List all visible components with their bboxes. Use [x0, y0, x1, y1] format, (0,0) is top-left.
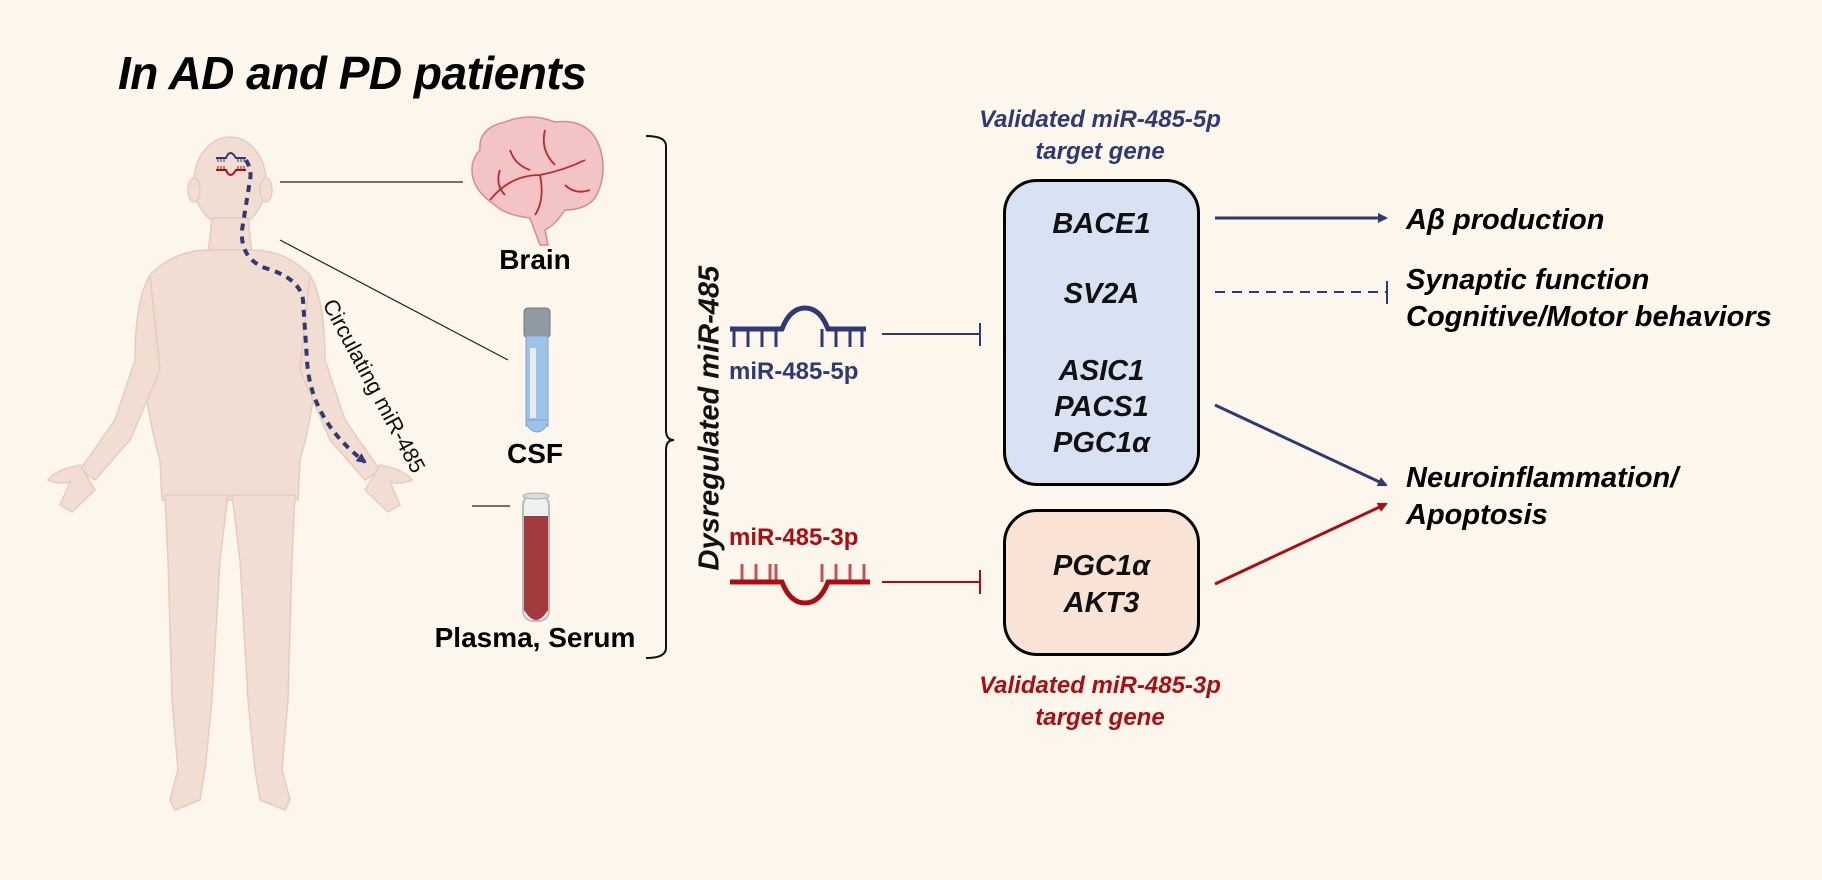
- mirna-hairpin-down-icon: [730, 564, 870, 606]
- head-mirna-icon: [216, 152, 246, 176]
- sample-label-plasma-serum: Plasma, Serum: [434, 622, 636, 653]
- mir-485-5p-label: miR-485-5p: [729, 358, 859, 385]
- dysregulated-mirna-label: Dysregulated miR-485: [693, 265, 726, 571]
- target-5p-caption-line2: target gene: [1035, 138, 1165, 165]
- brain-icon: [471, 116, 604, 246]
- mir-485-3p-label: miR-485-3p: [729, 524, 859, 551]
- csf-connector: [279, 239, 509, 361]
- outcome-synaptic-line2: Cognitive/Motor behaviors: [1406, 301, 1772, 333]
- samples-bracket: [645, 135, 675, 659]
- circulating-path: [239, 158, 367, 464]
- sample-label-csf: CSF: [507, 438, 563, 469]
- mir3p-target-box: PGC1α AKT3: [1003, 509, 1200, 656]
- genes3p-to-neuro-arrow: [1214, 502, 1388, 586]
- sample-label-brain: Brain: [499, 244, 571, 275]
- gene-pgc1a-5p: PGC1α: [1053, 427, 1150, 459]
- gene-sv2a: SV2A: [1063, 278, 1140, 310]
- mir5p-target-box: BACE1 SV2A ASIC1 PACS1 PGC1α: [1003, 179, 1200, 486]
- inhibit-3p-edge: [882, 570, 981, 594]
- figure-title: In AD and PD patients: [118, 47, 587, 99]
- target-3p-caption-line2: target gene: [1035, 704, 1165, 731]
- gene-pgc1a-3p: PGC1α: [1053, 550, 1150, 582]
- gene-pacs1: PACS1: [1054, 391, 1149, 423]
- target-3p-caption: Validated miR-485-3p target gene: [950, 670, 1250, 734]
- human-body-icon: [46, 136, 414, 811]
- outcome-synaptic-line1: Synaptic function: [1406, 264, 1650, 296]
- outcome-abeta-production: Aβ production: [1406, 204, 1605, 236]
- gene-asic1: ASIC1: [1058, 355, 1145, 387]
- sv2a-to-synaptic-inhibit: [1215, 281, 1388, 304]
- gene-akt3: AKT3: [1063, 587, 1140, 619]
- csf-tube-icon: [523, 307, 551, 433]
- blood-tube-icon: [522, 492, 550, 622]
- outcome-neuro-line1: Neuroinflammation/: [1406, 462, 1679, 494]
- inhibit-5p-edge: [882, 323, 981, 346]
- mirna-hairpin-up-icon: [730, 305, 866, 347]
- target-5p-caption-line1: Validated miR-485-5p: [979, 106, 1221, 133]
- outcome-neuroinflammation: Neuroinflammation/ Apoptosis: [1406, 460, 1678, 534]
- outcome-synaptic-function: Synaptic function Cognitive/Motor behavi…: [1406, 262, 1772, 336]
- target-3p-caption-line1: Validated miR-485-3p: [979, 672, 1221, 699]
- target-5p-caption: Validated miR-485-5p target gene: [950, 104, 1250, 168]
- genes5p-to-neuro-arrow: [1214, 403, 1388, 487]
- outcome-neuro-line2: Apoptosis: [1406, 499, 1548, 531]
- gene-bace1: BACE1: [1052, 208, 1151, 240]
